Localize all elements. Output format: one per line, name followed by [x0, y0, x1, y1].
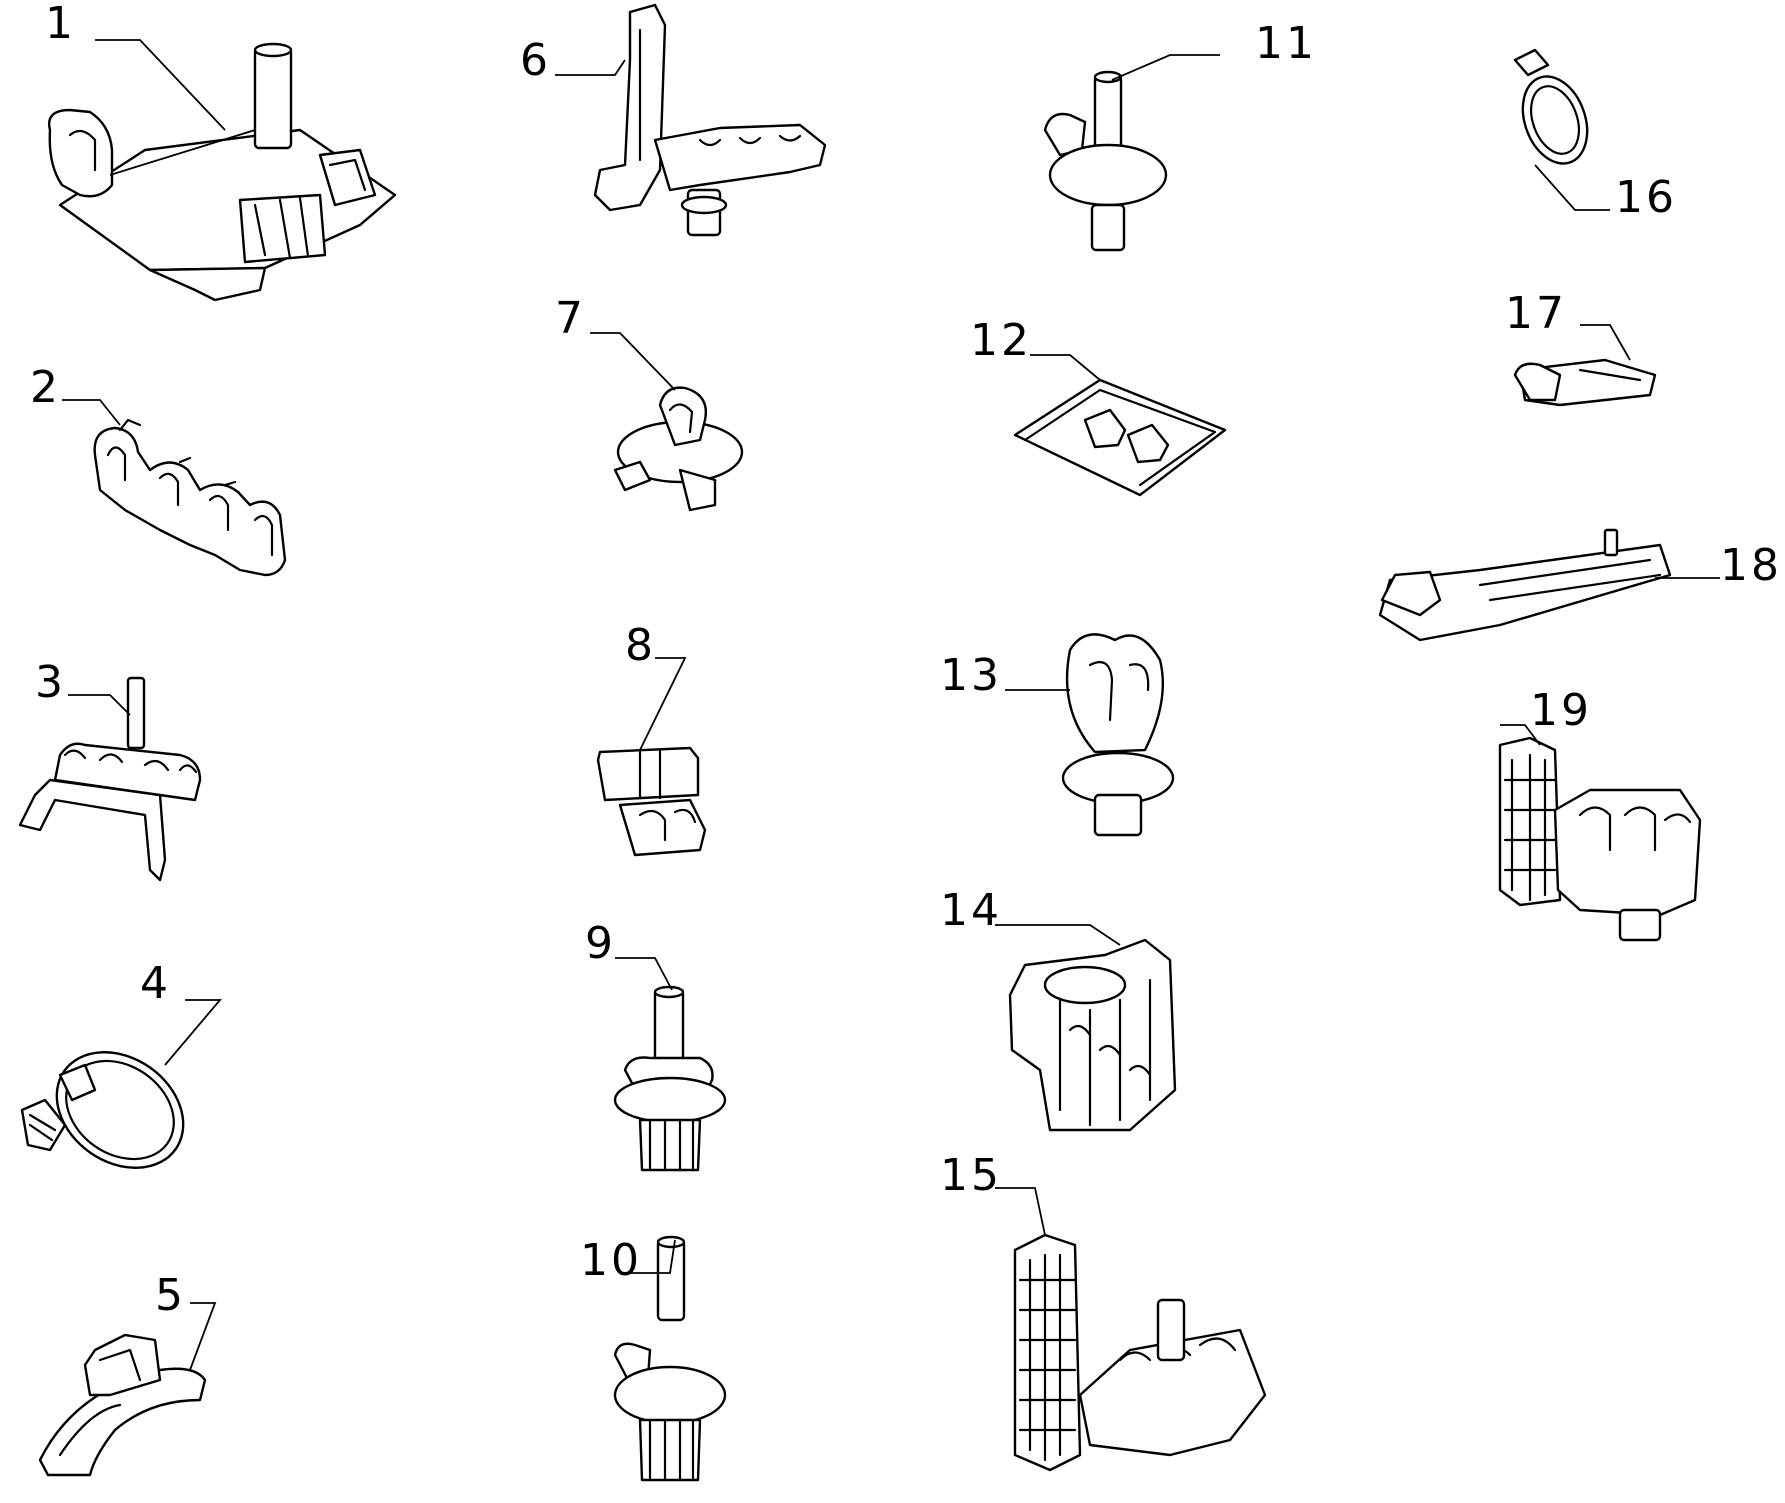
part-7-disc-clip	[613, 386, 744, 512]
part-8-box-clip	[596, 746, 707, 857]
callout-19: 19	[1500, 685, 1592, 746]
callout-label-9: 9	[585, 918, 616, 969]
callout-1: 1	[45, 0, 256, 176]
callout-11: 11	[1111, 18, 1317, 81]
part-18-flat-bracket	[1378, 528, 1672, 642]
callout-18: 18	[1655, 540, 1782, 591]
part-5-curved-clip	[38, 1333, 207, 1477]
callout-label-13: 13	[940, 650, 1002, 701]
callout-label-12: 12	[970, 315, 1032, 366]
part-10-stud-clip	[613, 1235, 727, 1482]
callout-7: 7	[555, 293, 676, 391]
callout-label-15: 15	[940, 1150, 1002, 1201]
callout-label-2: 2	[30, 362, 61, 413]
callout-label-14: 14	[940, 885, 1002, 936]
callout-15: 15	[940, 1150, 1046, 1236]
callout-label-5: 5	[155, 1270, 186, 1321]
part-15-strip-bracket	[1013, 1233, 1267, 1472]
callout-label-11: 11	[1255, 18, 1317, 69]
callout-9: 9	[585, 918, 673, 991]
callout-13: 13	[940, 650, 1070, 701]
callout-14: 14	[940, 885, 1121, 946]
part-19-strip-triple-clip	[1498, 736, 1702, 942]
callout-label-1: 1	[45, 0, 76, 49]
callout-label-6: 6	[520, 35, 551, 86]
part-6-l-bracket	[593, 3, 827, 237]
callout-label-18: 18	[1720, 540, 1782, 591]
part-1-mounting-bracket	[48, 42, 397, 302]
callout-6: 6	[520, 35, 626, 86]
part-12-plate-with-clips	[1013, 378, 1227, 497]
callout-10: 10	[580, 1235, 676, 1286]
callout-16: 16	[1534, 164, 1677, 223]
part-9-stud-clip	[613, 985, 727, 1172]
part-14-block-clip	[1008, 938, 1177, 1132]
callout-label-4: 4	[140, 958, 171, 1009]
callout-17: 17	[1505, 288, 1631, 361]
callout-4: 4	[140, 958, 222, 1066]
part-2-multi-pipe-clip	[93, 418, 287, 577]
callout-label-10: 10	[580, 1235, 642, 1286]
callout-label-3: 3	[35, 657, 66, 708]
callout-2: 2	[30, 362, 121, 426]
callout-label-16: 16	[1615, 172, 1677, 223]
callout-8: 8	[625, 620, 687, 751]
part-16-worm-clamp	[1513, 48, 1589, 165]
callout-3: 3	[35, 657, 131, 716]
callout-5: 5	[155, 1270, 217, 1371]
part-13-loop-clip	[1061, 633, 1175, 837]
callout-label-17: 17	[1505, 288, 1567, 339]
callout-label-19: 19	[1530, 685, 1592, 736]
callout-label-8: 8	[625, 620, 656, 671]
part-4-hose-clamp	[20, 1051, 185, 1169]
callout-label-7: 7	[555, 293, 586, 344]
part-11-stud-disc-clip	[1043, 70, 1168, 252]
part-17-tie-clip	[1513, 358, 1657, 407]
part-3-bracket-with-clips	[18, 676, 202, 882]
callout-12: 12	[970, 315, 1101, 381]
